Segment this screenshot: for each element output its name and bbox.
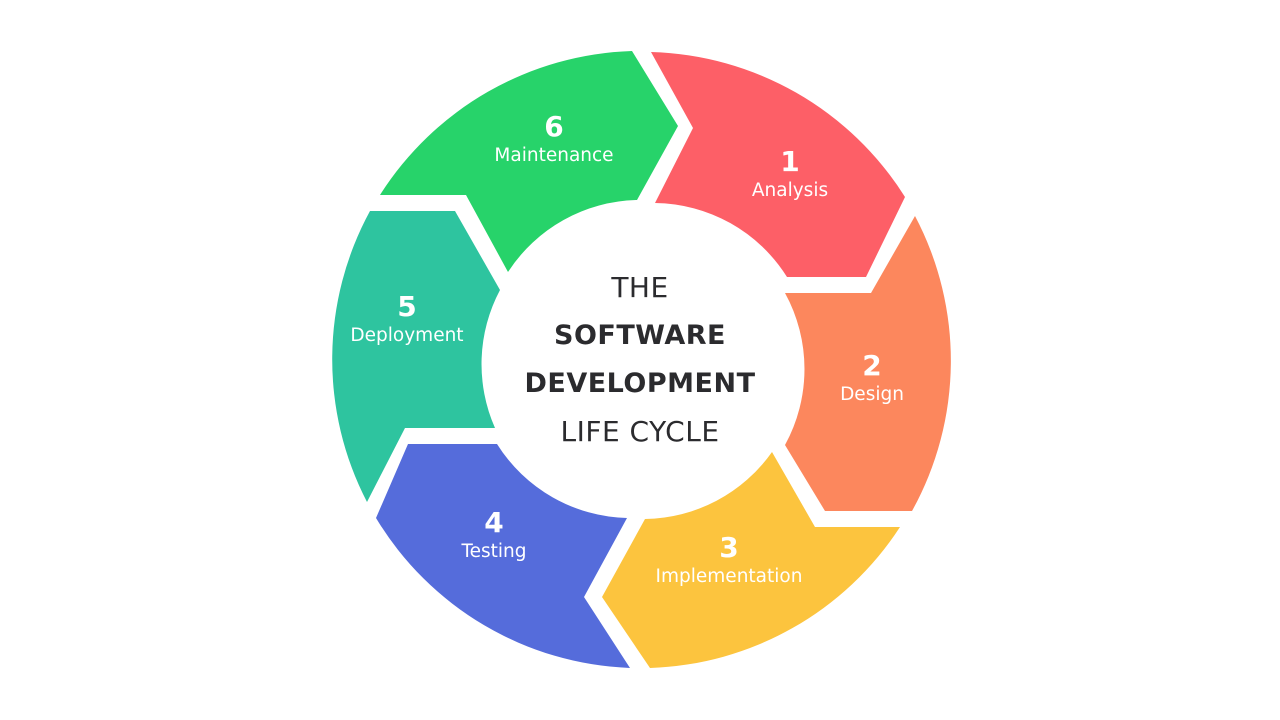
step-number: 3 — [719, 531, 739, 564]
segment-maintenance — [380, 51, 678, 272]
title-line-software: SOFTWARE — [554, 320, 726, 351]
segment-testing — [376, 444, 630, 668]
step-testing: 4 Testing — [384, 506, 604, 564]
step-number: 1 — [780, 145, 800, 178]
step-label: Implementation — [655, 566, 803, 587]
step-implementation: 3 Implementation — [619, 531, 839, 589]
step-maintenance: 6 Maintenance — [444, 110, 664, 168]
segment-analysis — [651, 52, 905, 277]
step-number: 4 — [484, 506, 504, 539]
segment-deployment — [332, 211, 500, 502]
segment-implementation — [602, 452, 900, 668]
title-line-the: THE — [611, 271, 669, 304]
step-number: 2 — [862, 349, 882, 382]
step-deployment: 5 Deployment — [297, 290, 517, 348]
segment-design — [785, 216, 951, 511]
title-line-development: DEVELOPMENT — [524, 368, 756, 399]
title-line-life-cycle: LIFE CYCLE — [560, 415, 720, 448]
step-number: 6 — [544, 110, 564, 143]
step-label: Design — [840, 384, 904, 405]
step-label: Deployment — [350, 325, 464, 346]
step-label: Maintenance — [494, 145, 614, 166]
step-label: Analysis — [751, 180, 829, 201]
step-number: 5 — [397, 290, 417, 323]
step-analysis: 1 Analysis — [680, 145, 900, 203]
step-design: 2 Design — [762, 349, 982, 407]
step-label: Testing — [461, 541, 527, 562]
diagram-title: THE SOFTWARE DEVELOPMENT LIFE CYCLE — [480, 264, 800, 456]
